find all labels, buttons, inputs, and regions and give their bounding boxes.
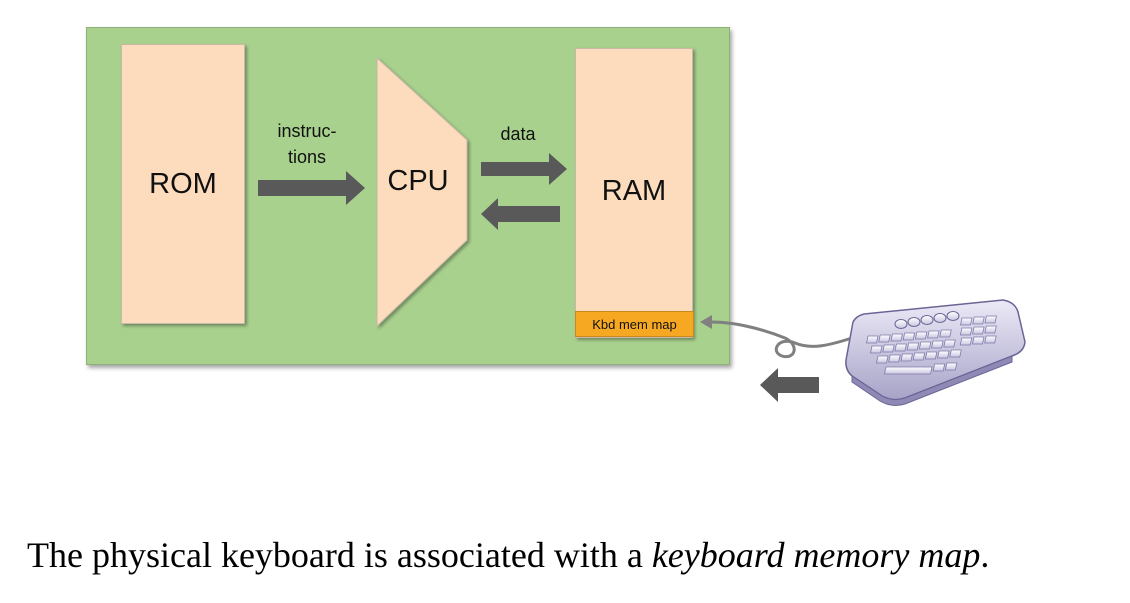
cpu-block [376,56,468,328]
keyboard-icon [845,299,1026,406]
keyboard-input-arrow [760,368,819,402]
keyboard-cable [700,315,853,359]
keyboard-memory-map: Kbd mem map [575,311,694,337]
ram-label: RAM [601,175,667,207]
instructions-label-line2: tions [287,147,327,167]
instructions-label: instruc- tions [262,118,352,170]
cpu-label: CPU [387,165,449,197]
caption-emphasis: keyboard memory map [651,535,981,575]
rom-label: ROM [149,167,217,200]
instructions-arrow [258,171,365,205]
kbd-mem-map-label: Kbd mem map [592,316,677,332]
caption: The physical keyboard is associated with… [27,534,1117,576]
caption-suffix: . [980,535,990,575]
caption-prefix: The physical keyboard is associated with… [27,535,652,575]
instructions-label-line1: instruc- [277,121,337,141]
data-arrow-right [481,153,567,185]
data-label: data [500,124,536,144]
data-arrow-left [481,198,560,230]
rom-block: ROM [121,44,245,324]
ram-block: RAM [575,48,693,338]
